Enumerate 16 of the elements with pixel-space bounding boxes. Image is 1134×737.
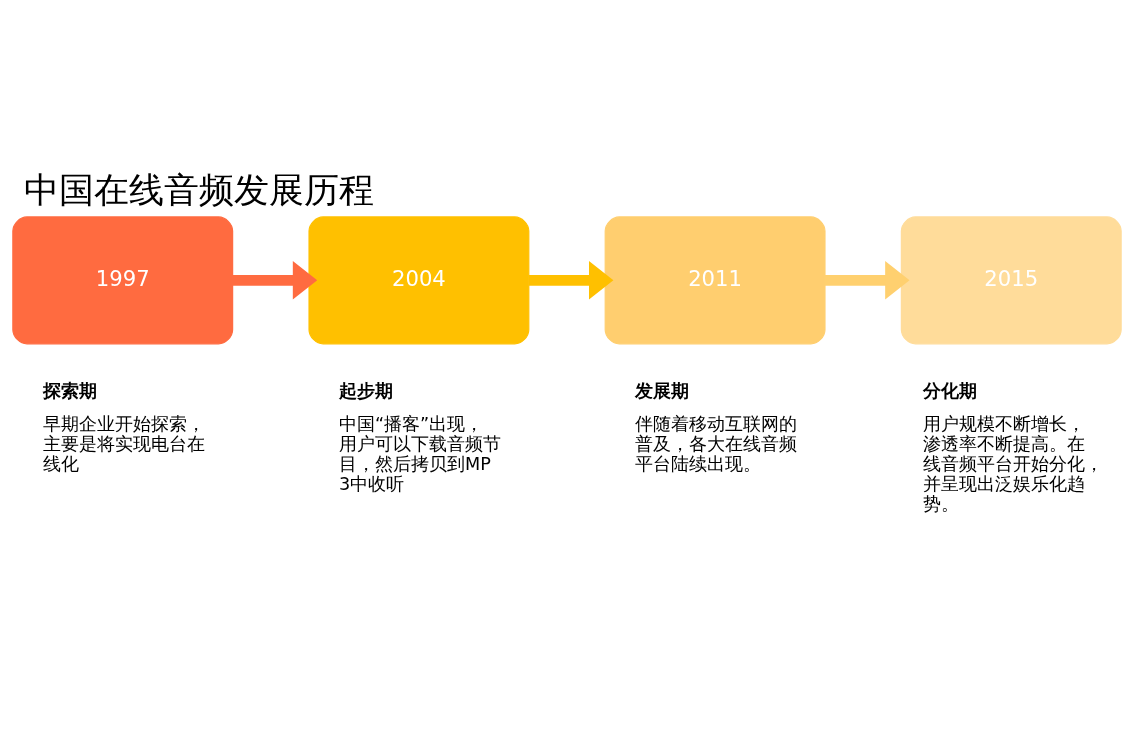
node-label: 中国“播客”出现，用户可以下载音频节目，然后拷贝到MP3中收听 — [338, 414, 501, 495]
node-label: 探索期 — [42, 380, 97, 401]
node-box: 2004 — [308, 216, 530, 345]
node-box: 1997 — [12, 216, 234, 345]
node-label: 起步期 — [338, 381, 393, 402]
node-box: 2015 — [900, 216, 1122, 345]
node-label: 发展期 — [635, 380, 690, 401]
node-label: 早期企业开始探索，主要是将实现电台在线化 — [42, 413, 205, 474]
node-label: 用户规模不断增长，渗透率不断提高。在线音频平台开始分化，并呈现出泛娱乐化趋势。 — [923, 413, 1104, 514]
node-label: 分化期 — [923, 380, 978, 401]
arrow — [825, 261, 910, 300]
diagram-title: 中国在线音频发展历程 — [24, 168, 375, 210]
node-box: 2011 — [604, 216, 826, 345]
node-label: 伴随着移动互联网的普及，各大在线音频平台陆续出现。 — [635, 413, 798, 474]
arrow — [528, 261, 614, 300]
arrow — [232, 261, 318, 300]
